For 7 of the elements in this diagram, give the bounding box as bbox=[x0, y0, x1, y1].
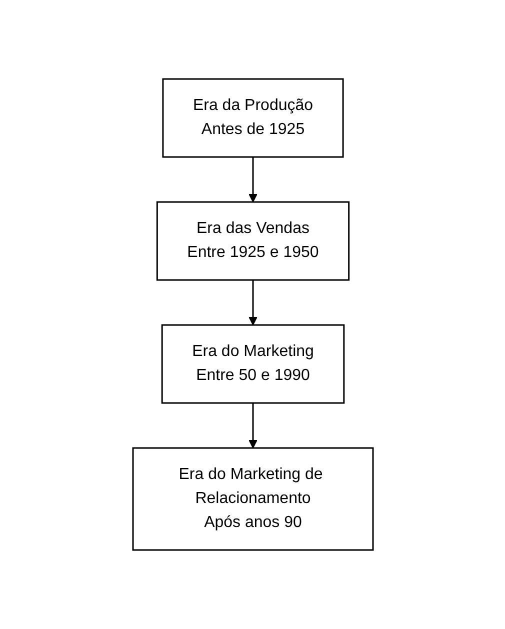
arrow bbox=[248, 403, 257, 448]
node-box: Era do Marketing Entre 50 e 1990 bbox=[160, 324, 344, 404]
arrow bbox=[248, 157, 257, 202]
arrow bbox=[248, 280, 257, 326]
node-box: Era da Produção Antes de 1925 bbox=[162, 78, 344, 158]
node-box: Era das Vendas Entre 1925 e 1950 bbox=[156, 201, 350, 281]
node-box: Era do Marketing de Relacionamento Após anos 90 bbox=[132, 447, 374, 551]
